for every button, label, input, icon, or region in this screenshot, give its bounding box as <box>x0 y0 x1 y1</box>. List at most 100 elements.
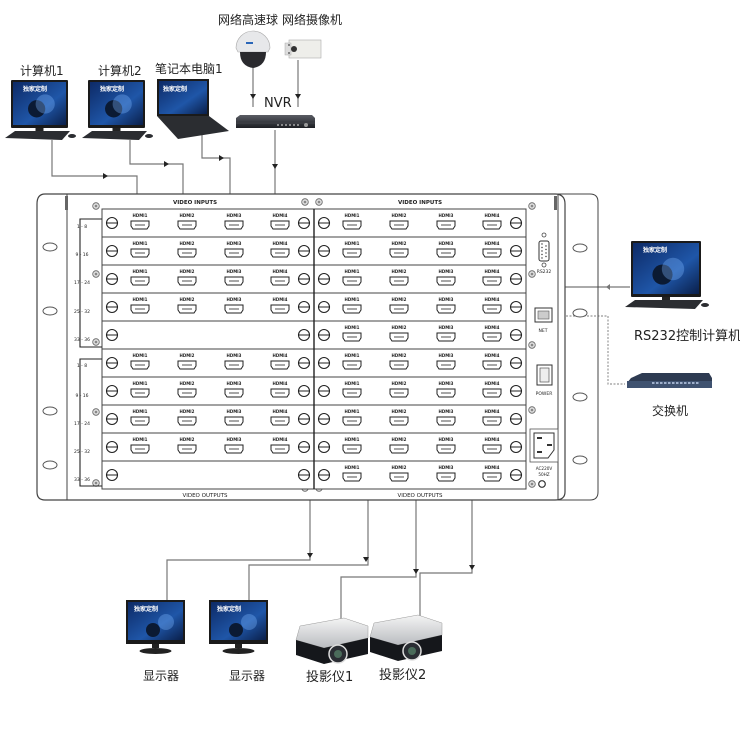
display1: 独家定制 <box>126 600 185 654</box>
slot-range-label: 33 - 36 <box>74 337 90 343</box>
laptop-keyboard <box>157 116 229 139</box>
monitor-stand <box>139 648 172 654</box>
rack-mount-hole <box>572 392 588 402</box>
hdmi-port-3: HDMI3 <box>436 297 456 314</box>
ground-terminal-icon <box>538 480 546 488</box>
hdmi-port-2: HDMI2 <box>389 465 409 482</box>
network-camera <box>284 39 322 59</box>
hdmi-port-label: HDMI1 <box>345 297 360 302</box>
screen-glow <box>241 614 257 630</box>
hdmi-port-4: HDMI4 <box>482 241 502 258</box>
card-frame <box>101 460 315 490</box>
hdmi-port-label: HDMI3 <box>227 437 242 442</box>
rs232-control-computer: 独家定制 <box>625 241 709 309</box>
hdmi-port-2: HDMI2 <box>177 269 197 286</box>
label-display2: 显示器 <box>229 669 266 683</box>
monitor-stand <box>222 648 255 654</box>
hdmi-port-label: HDMI4 <box>485 213 500 218</box>
hdmi-port-label: HDMI3 <box>439 409 454 414</box>
hdmi-port-label: HDMI1 <box>345 213 360 218</box>
slot-range-label: 9 - 16 <box>75 393 88 399</box>
hdmi-port-label: HDMI2 <box>392 325 407 330</box>
hdmi-port-label: HDMI4 <box>485 241 500 246</box>
projector2 <box>369 614 443 661</box>
hdmi-port-label: HDMI3 <box>439 381 454 386</box>
switch-port <box>656 382 659 384</box>
hdmi-port-label: HDMI3 <box>227 409 242 414</box>
hdmi-port-label: HDMI2 <box>392 353 407 358</box>
screen-glow <box>35 94 55 114</box>
hdmi-port-label: HDMI3 <box>227 241 242 246</box>
slot-range-label: 17 - 24 <box>74 421 90 427</box>
hdmi-port-1: HDMI1 <box>342 325 362 342</box>
hdmi-port-label: HDMI3 <box>439 353 454 358</box>
label-video-outputs-left: VIDEO OUTPUTS <box>182 493 228 499</box>
label-rs232-pc: RS232控制计算机 <box>634 329 740 344</box>
screw <box>528 270 536 278</box>
hdmi-port-label: HDMI4 <box>485 465 500 470</box>
computer1: 独家定制 <box>5 80 76 140</box>
hdmi-port-label: HDMI2 <box>180 297 195 302</box>
hdmi-port-label: HDMI1 <box>345 437 360 442</box>
nvr-led <box>297 124 299 126</box>
slot-range-label: 25 - 32 <box>74 449 90 455</box>
hdmi-port-1: HDMI1 <box>130 269 150 286</box>
hdmi-port-label: HDMI1 <box>345 381 360 386</box>
hdmi-port-label: HDMI3 <box>227 381 242 386</box>
hdmi-port-label: HDMI4 <box>273 241 288 246</box>
hdmi-port-3: HDMI3 <box>224 437 244 454</box>
label-computer2: 计算机2 <box>98 64 142 78</box>
hdmi-port-2: HDMI2 <box>389 213 409 230</box>
hdmi-port-label: HDMI4 <box>273 213 288 218</box>
cable-display1 <box>166 478 311 600</box>
hdmi-port-4: HDMI4 <box>270 381 290 398</box>
hdmi-port-3: HDMI3 <box>436 381 456 398</box>
hdmi-port-1: HDMI1 <box>342 465 362 482</box>
slot-range-label: 17 - 24 <box>74 280 90 286</box>
switch-port <box>672 382 675 384</box>
hdmi-port-label: HDMI1 <box>345 269 360 274</box>
hdmi-port-label: HDMI4 <box>485 437 500 442</box>
hdmi-port-label: HDMI2 <box>180 409 195 414</box>
screen-headline: 独家定制 <box>22 85 47 93</box>
slot-range-label: 1 - 8 <box>77 363 87 369</box>
hdmi-port-1: HDMI1 <box>130 409 150 426</box>
rack-mount-hole <box>42 306 58 316</box>
screw <box>92 408 100 416</box>
dome-logo <box>246 42 253 44</box>
hdmi-port-label: HDMI2 <box>392 297 407 302</box>
hdmi-port-label: HDMI3 <box>439 241 454 246</box>
hdmi-port-1: HDMI1 <box>130 353 150 370</box>
hdmi-port-label: HDMI2 <box>180 381 195 386</box>
card-slot <box>101 320 315 350</box>
hdmi-port-label: HDMI1 <box>345 353 360 358</box>
label-video-inputs-left: VIDEO INPUTS <box>173 200 217 206</box>
screw <box>301 198 309 206</box>
hdmi-port-label: HDMI4 <box>273 409 288 414</box>
hdmi-port-1: HDMI1 <box>130 241 150 258</box>
hdmi-port-label: HDMI1 <box>133 297 148 302</box>
network-switch <box>627 373 712 388</box>
card-slot <box>101 460 315 490</box>
display2: 独家定制 <box>209 600 268 654</box>
hdmi-port-label: HDMI3 <box>439 325 454 330</box>
rs232-label: RS232 <box>537 269 552 275</box>
screen-figure <box>229 623 243 637</box>
monitor-neck <box>662 297 670 301</box>
hdmi-port-label: HDMI1 <box>133 269 148 274</box>
hdmi-port-2: HDMI2 <box>177 297 197 314</box>
switch-port <box>668 382 671 384</box>
screen-glow <box>158 614 174 630</box>
hdmi-port-label: HDMI1 <box>345 465 360 470</box>
hdmi-port-3: HDMI3 <box>224 213 244 230</box>
rack-handle-left <box>65 196 68 210</box>
